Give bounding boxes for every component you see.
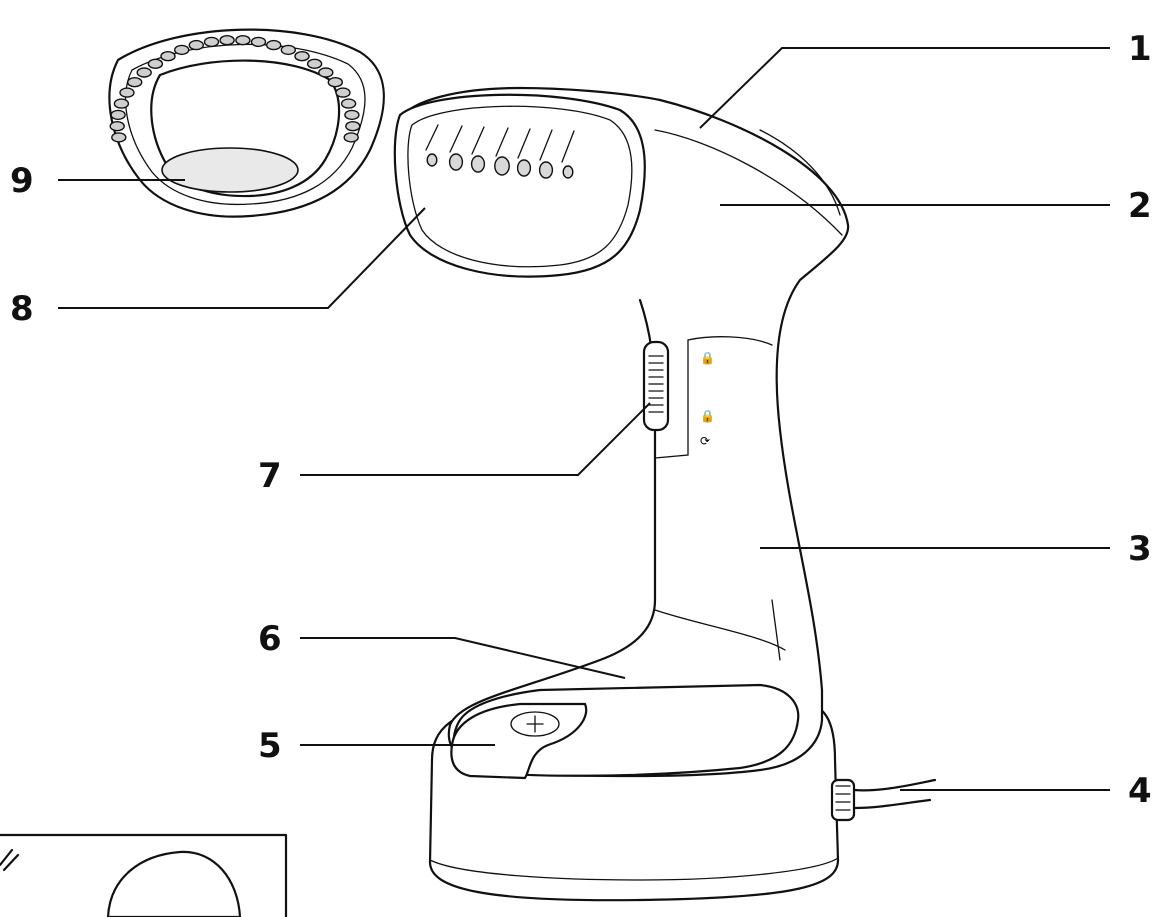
bristle [219,35,235,46]
bristle [111,132,127,143]
steam-line [517,128,531,159]
steam-line [561,130,575,163]
bristle [110,109,126,121]
callout-numbers: 1 2 3 4 5 6 7 8 9 [10,29,1152,811]
callout-3: 3 [1128,529,1152,569]
bristle [327,76,343,88]
power-cord [852,778,937,792]
steam-line [425,124,439,151]
bristle [147,58,164,69]
trigger-ridges [648,355,664,413]
steam-line [471,126,485,155]
bristle [344,109,360,121]
bristle [126,76,143,88]
inset-illustration [0,833,288,917]
steam-vent [448,153,464,171]
steam-vent [470,155,486,173]
leader-1 [699,47,1110,129]
steamer-body: 🔒 🔒 ⟳ [393,86,937,902]
callout-5: 5 [258,726,282,766]
callout-9: 9 [10,161,34,201]
callout-6: 6 [258,619,282,659]
bristle [250,36,267,48]
bristle [335,87,351,98]
steam-line [495,127,509,157]
steam-line [539,129,553,161]
leader-7 [300,402,651,476]
bristle [318,67,334,78]
bristle [160,51,176,62]
bristle [188,39,205,51]
bristle [173,44,190,56]
steam-vent [538,161,554,179]
brush-bristles [109,35,361,143]
leader-8 [58,207,426,309]
steam-head [393,93,646,278]
bristle [345,120,361,132]
callout-7: 7 [258,456,282,496]
brush-base-plate [161,147,299,193]
steam-vent [562,165,574,179]
bristle [266,39,282,51]
bristle [109,120,125,132]
lock-icon-2: 🔒 [700,409,715,423]
bristle [340,98,357,109]
bristle [343,132,359,143]
bristle [306,58,323,69]
bristle [119,87,135,98]
lock-icon: 🔒 [700,351,715,365]
bristle [235,35,251,46]
steam-vents [425,124,575,179]
bristle [113,98,130,109]
callout-2: 2 [1128,186,1152,226]
callout-4: 4 [1128,771,1152,811]
leader-6 [300,637,626,679]
steam-line [449,125,463,153]
bristle [203,36,220,48]
steam-trigger [642,340,670,432]
bristle [294,51,310,62]
leader-lines [58,47,1110,791]
brush-attachment [108,28,385,218]
steam-vent [494,156,510,176]
bristle [280,44,296,56]
water-tank-door [450,702,588,780]
callout-1: 1 [1128,29,1152,69]
bristle [136,67,152,78]
callout-8: 8 [10,289,34,329]
steam-vent [426,153,438,167]
steam-vent [516,159,532,177]
steam-icon: ⟳ [700,434,710,448]
